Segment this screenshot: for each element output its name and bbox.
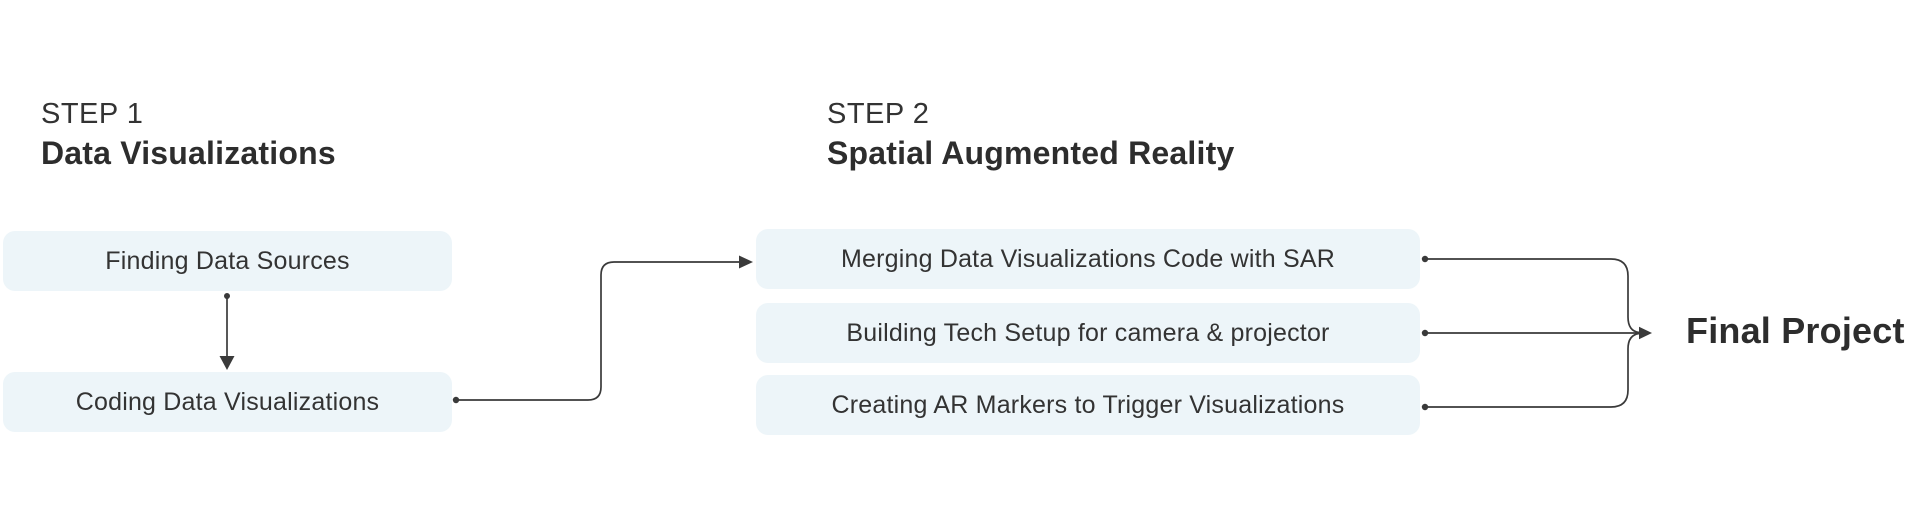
node-merging-code-with-sar: Merging Data Visualizations Code with SA… [756, 229, 1420, 289]
node-building-tech-setup: Building Tech Setup for camera & project… [756, 303, 1420, 363]
step2-label: STEP 2 [827, 98, 930, 130]
connector-merging-to-final [1421, 255, 1640, 334]
step2-header: STEP 2 Spatial Augmented Reality [827, 95, 1234, 173]
arrow-finding-to-coding [219, 293, 235, 370]
node-coding-data-visualizations: Coding Data Visualizations [3, 372, 452, 432]
node-finding-data-sources: Finding Data Sources [3, 231, 452, 291]
connector-building-to-final [1421, 326, 1652, 340]
step1-header: STEP 1 Data Visualizations [41, 95, 336, 173]
step1-title: Data Visualizations [41, 135, 336, 171]
final-project-label: Final Project [1686, 310, 1905, 351]
connector-coding-to-merging [452, 255, 753, 404]
node-creating-ar-markers: Creating AR Markers to Trigger Visualiza… [756, 375, 1420, 435]
connector-creating-to-final [1421, 332, 1640, 411]
step2-title: Spatial Augmented Reality [827, 135, 1235, 171]
step1-label: STEP 1 [41, 98, 144, 130]
